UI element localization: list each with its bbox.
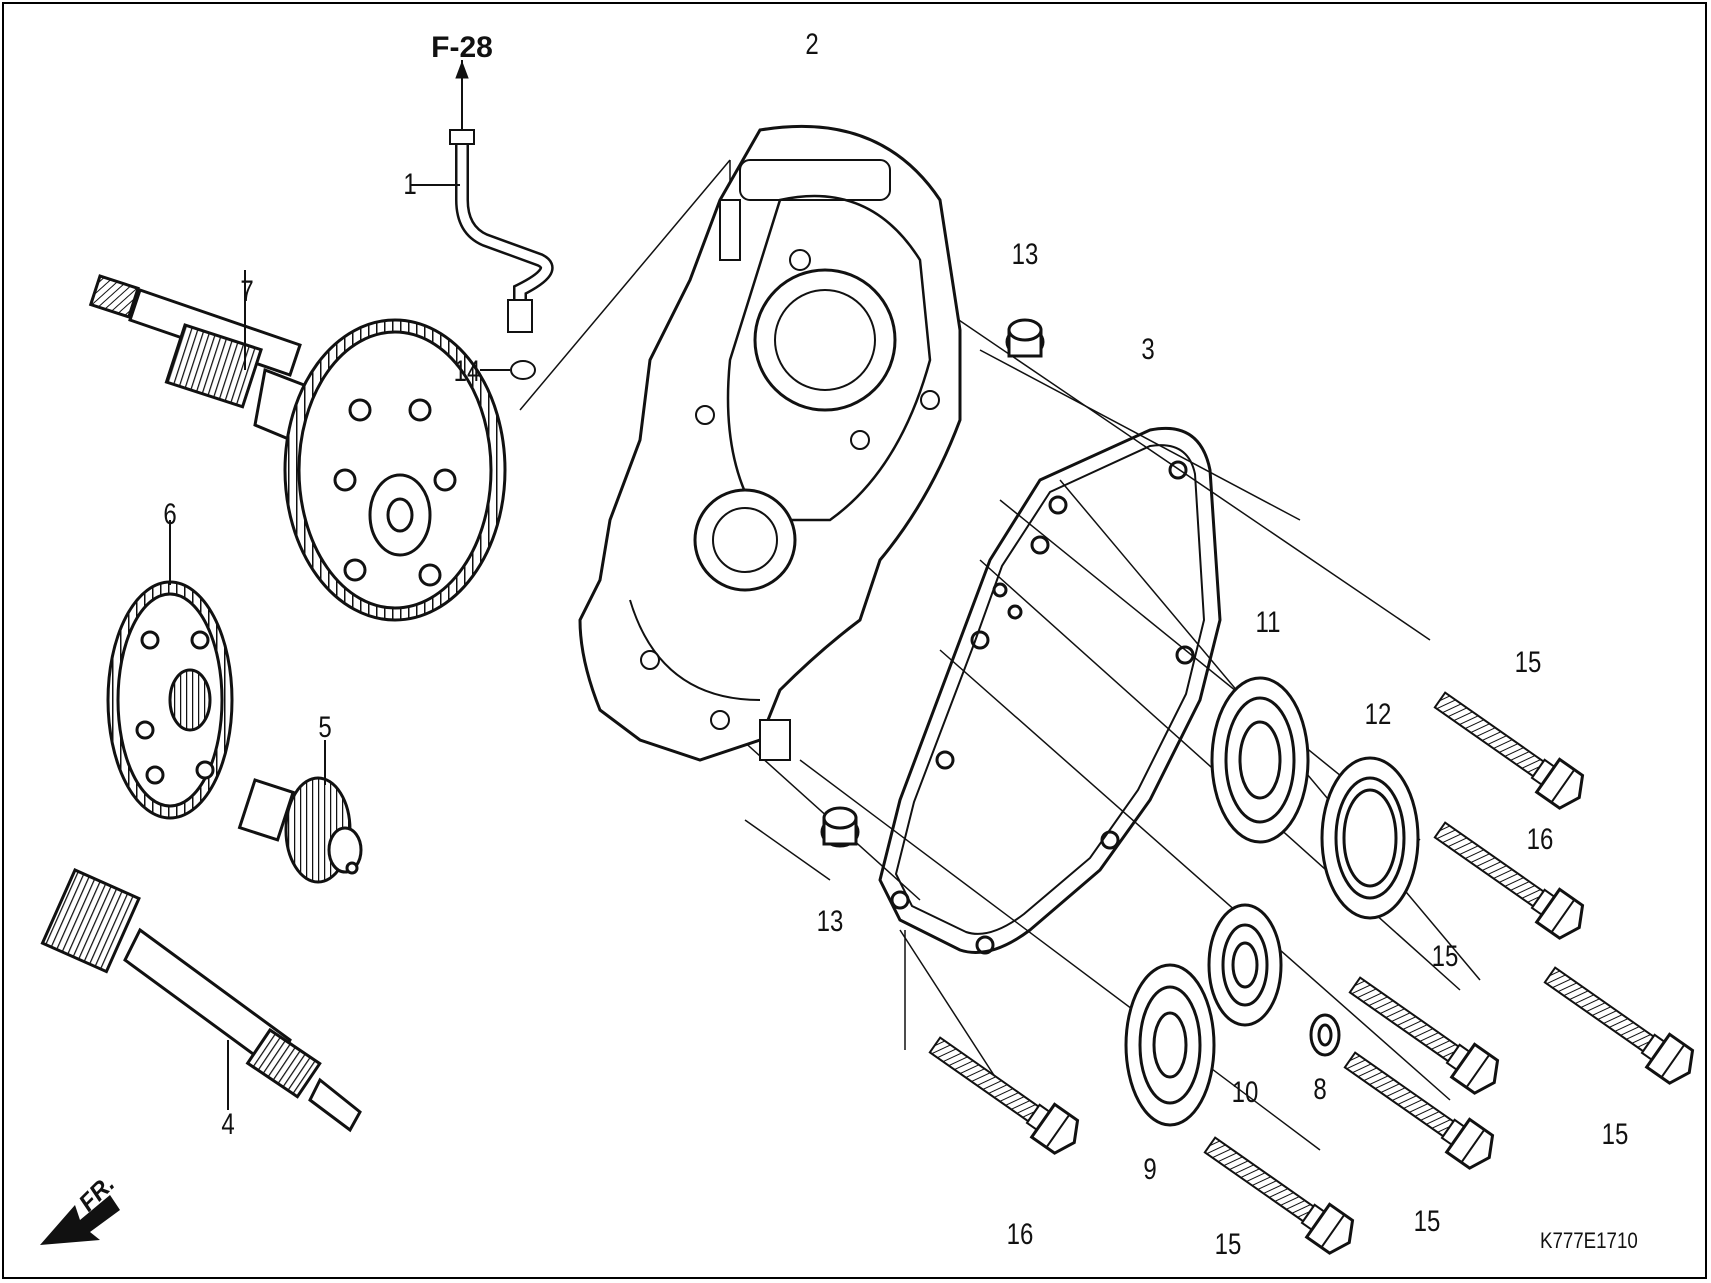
callout-16-a: 16	[1526, 823, 1554, 856]
callout-11: 11	[1255, 606, 1281, 639]
callout-15-c: 15	[1601, 1118, 1629, 1151]
callout-16-b: 16	[1006, 1218, 1034, 1251]
callout-9: 9	[1143, 1153, 1157, 1186]
callout-14: 14	[453, 355, 481, 388]
bearings	[1124, 676, 1420, 1127]
callout-15-e: 15	[1214, 1228, 1242, 1261]
callout-1: 1	[403, 168, 417, 201]
breather-tube	[410, 60, 731, 411]
pinion-gear	[237, 740, 363, 884]
reference-label: F-28	[431, 31, 493, 64]
countershaft-gear	[88, 270, 507, 622]
drive-shaft	[40, 868, 362, 1133]
driven-gear	[106, 520, 234, 820]
crankcase-cover	[578, 124, 962, 762]
bolts	[922, 682, 1703, 1261]
callout-13-top: 13	[1011, 238, 1039, 271]
callout-5: 5	[318, 711, 332, 744]
callout-13-bottom: 13	[816, 905, 844, 938]
callout-7: 7	[240, 275, 254, 308]
callout-2: 2	[805, 28, 819, 61]
callout-4: 4	[221, 1108, 235, 1141]
front-arrow	[40, 1195, 120, 1245]
callout-15-a: 15	[1514, 646, 1542, 679]
callout-10: 10	[1231, 1076, 1259, 1109]
diagram-code: K777E1710	[1540, 1228, 1638, 1253]
gasket	[878, 426, 1222, 955]
callout-12: 12	[1364, 698, 1392, 731]
callout-3: 3	[1141, 333, 1155, 366]
callout-6: 6	[163, 498, 177, 531]
callout-15-b: 15	[1431, 940, 1459, 973]
callout-8: 8	[1313, 1073, 1327, 1106]
callout-15-d: 15	[1413, 1205, 1441, 1238]
dowel-pins	[820, 318, 1045, 848]
